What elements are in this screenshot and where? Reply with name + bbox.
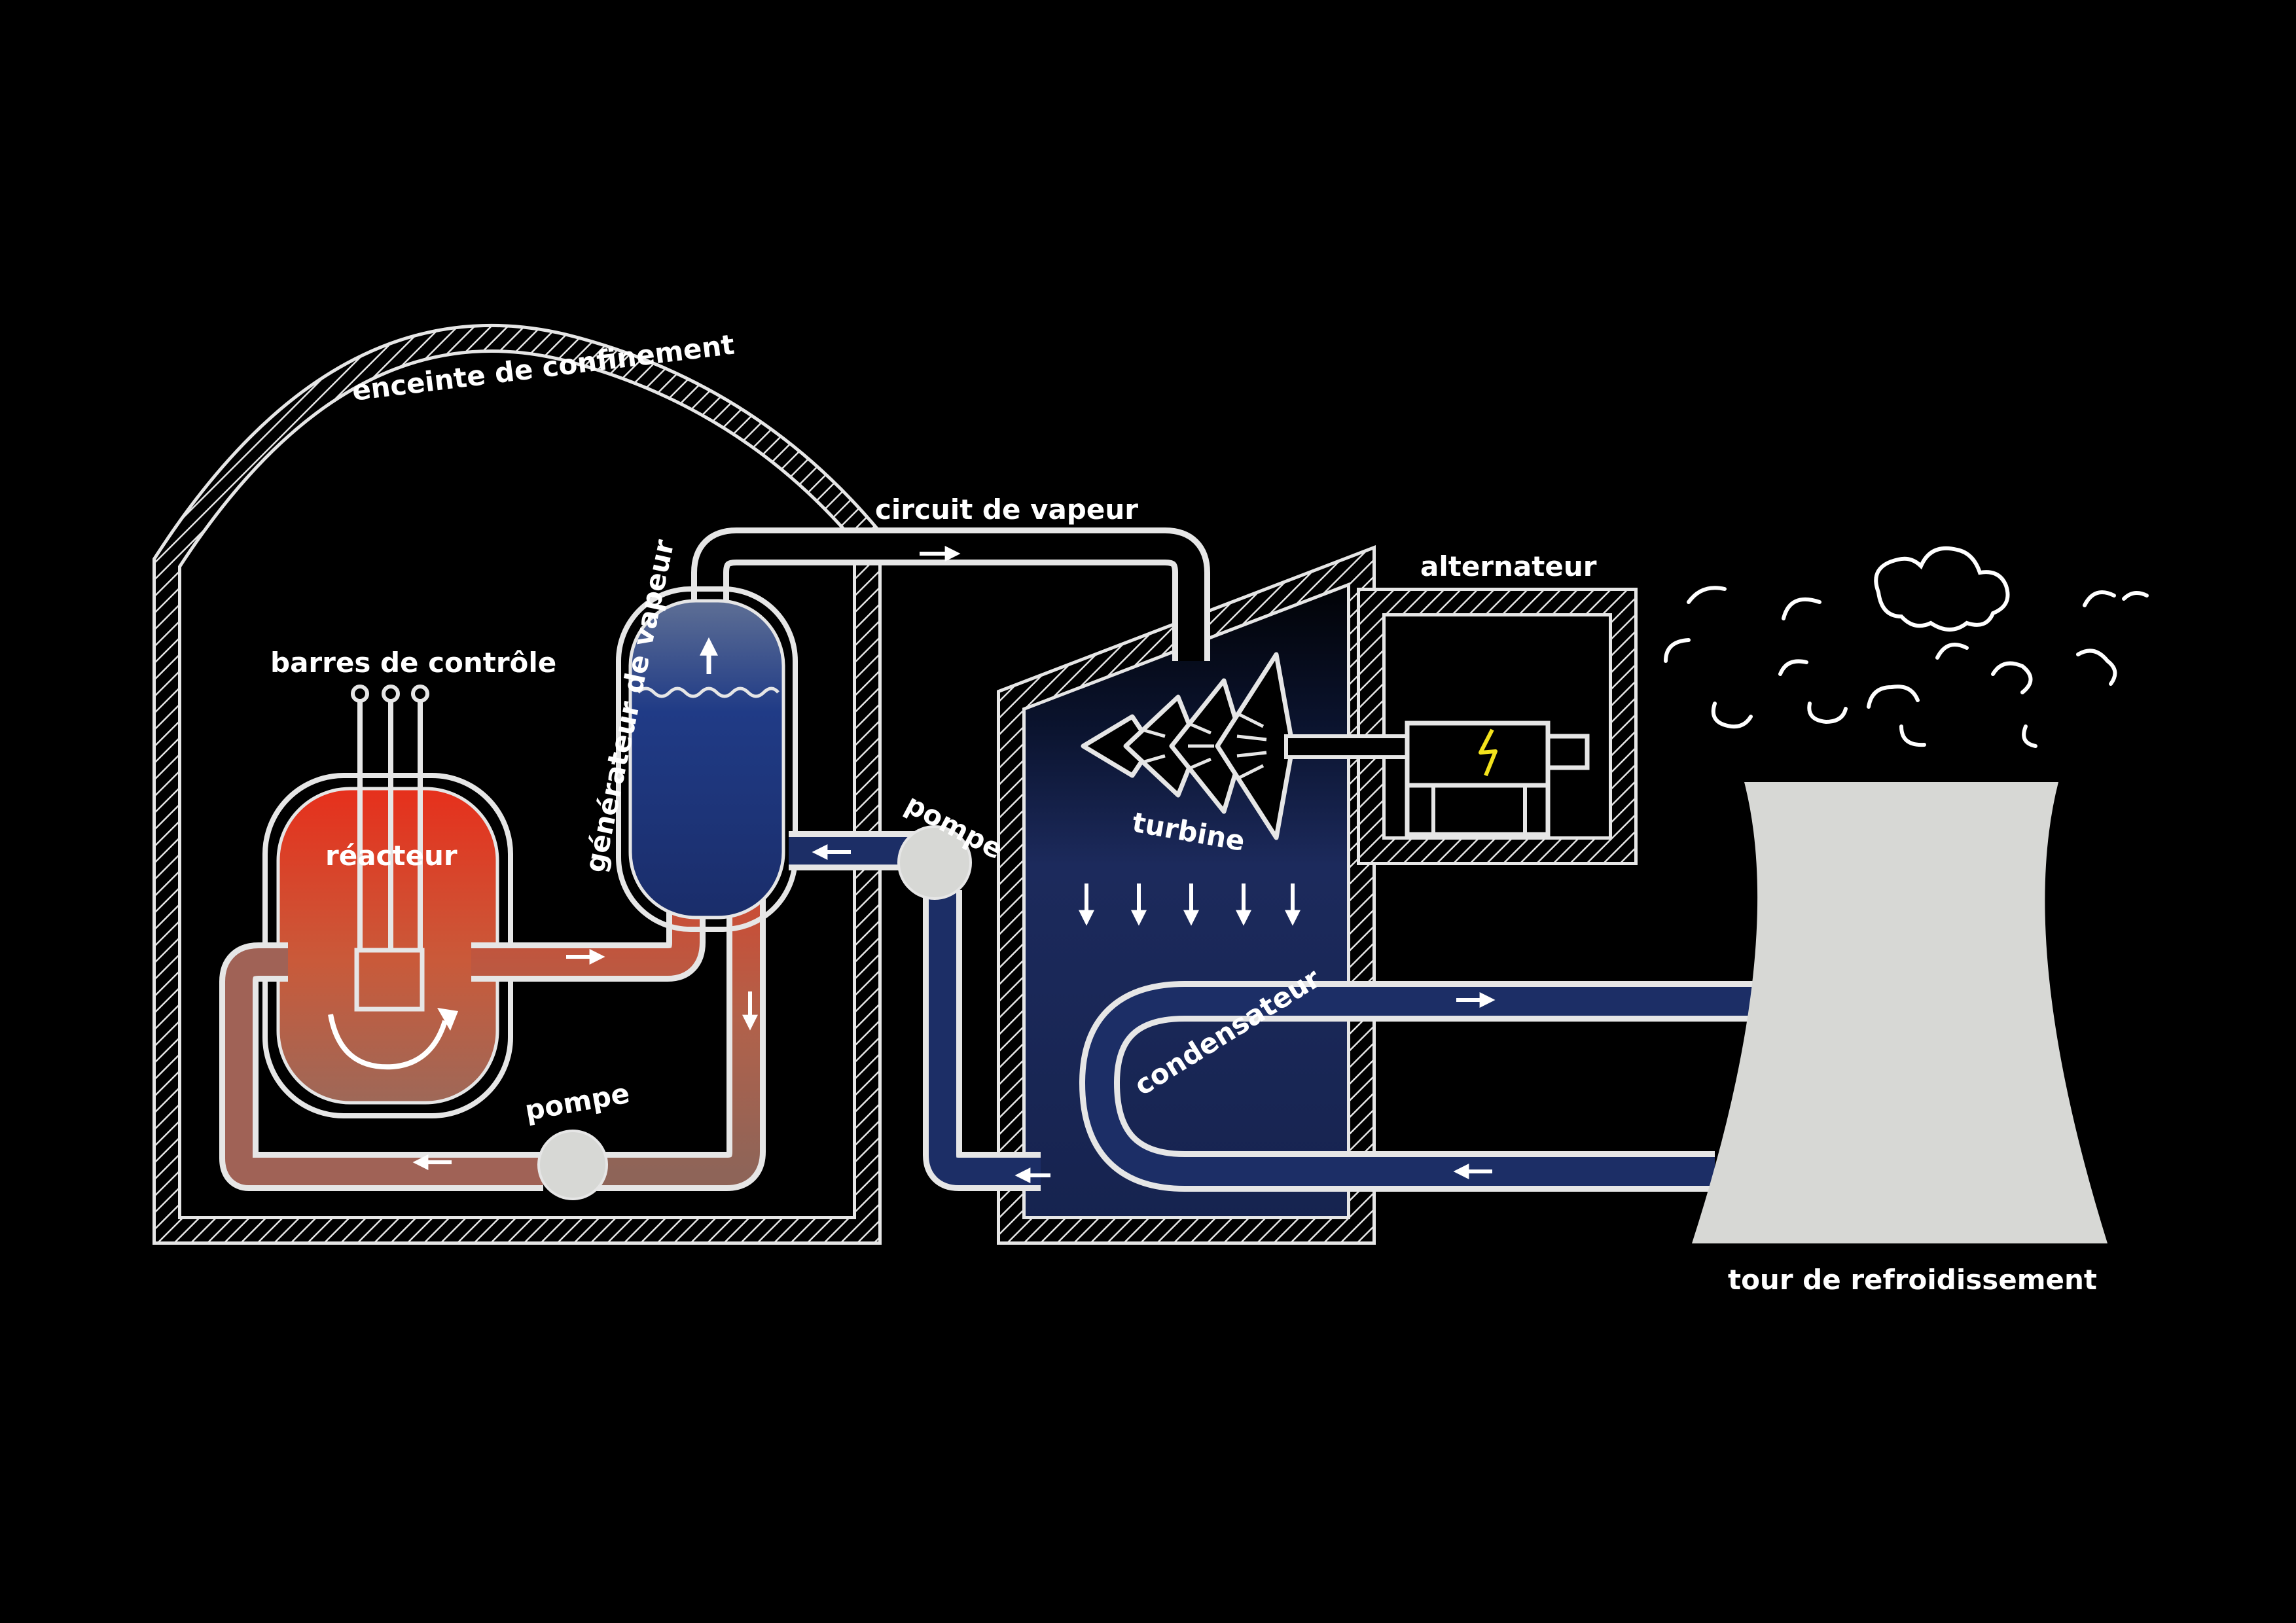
alternator-housing bbox=[1357, 588, 1638, 865]
alternator bbox=[1405, 721, 1590, 837]
flow-arrow-icon bbox=[812, 844, 1050, 1183]
turbine-hall bbox=[997, 545, 1376, 1245]
control-rods-label: barres de contrôle bbox=[270, 647, 556, 679]
primary-pump bbox=[537, 1130, 608, 1200]
flow-arrow-icon bbox=[1079, 883, 1300, 926]
alternator-label: alternateur bbox=[1420, 550, 1597, 582]
primary-pump-label: pompe bbox=[522, 1077, 632, 1127]
flow-arrow-icon bbox=[412, 949, 758, 1170]
reactor-core bbox=[328, 948, 458, 1070]
steam-cloud bbox=[1664, 546, 2149, 748]
cooling-tower-label: tour de refroidissement bbox=[1728, 1264, 2097, 1296]
secondary-pump bbox=[897, 825, 972, 900]
lightning-icon bbox=[1479, 728, 1498, 777]
flow-arrow-icon bbox=[1453, 992, 1496, 1179]
turbine-shaft bbox=[1284, 734, 1412, 759]
turbine bbox=[1081, 652, 1295, 840]
cooling-water-pipe bbox=[1079, 981, 1767, 1192]
control-rods bbox=[351, 685, 429, 952]
steam-generator bbox=[616, 586, 798, 932]
containment-building bbox=[152, 323, 882, 1245]
steam-circuit-label: circuit de vapeur bbox=[875, 493, 1138, 526]
reactor-label: réacteur bbox=[325, 840, 457, 872]
cooling-tower bbox=[1692, 782, 2108, 1243]
